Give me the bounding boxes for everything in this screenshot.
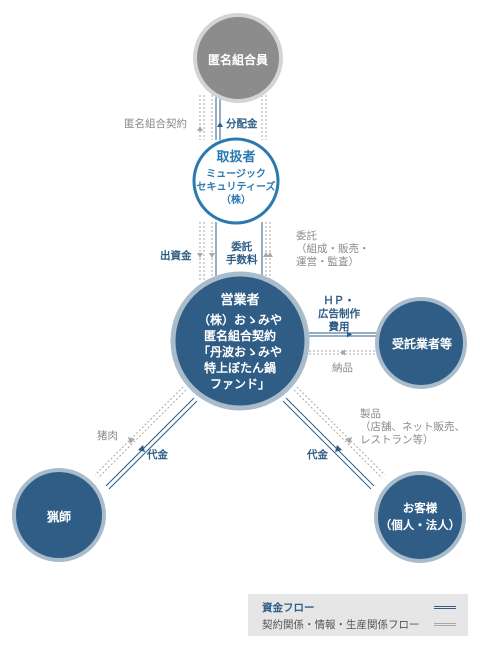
customer-label: お客様 （個人・法人） [379, 501, 461, 532]
legend-money-text: 資金フロー [262, 602, 315, 614]
entrust-label: 委託 （組成・販売・ 運営・監査） [296, 230, 370, 268]
investor-node [193, 13, 283, 103]
payment-left-label: 代金 [147, 449, 168, 461]
product-label: 製品 （店舗、ネット販売、 レストラン等） [360, 408, 465, 446]
operator-hunter-flows [94, 386, 198, 490]
hp-label: ＨＰ・ 広告制作 費用 [318, 295, 360, 333]
operator-customer-flows [282, 386, 386, 490]
handler-operator-flows [197, 222, 273, 282]
investor-label: 匿名組合員 [207, 53, 268, 67]
contractor-label: 受託業者等 [391, 337, 452, 351]
investor-handler-flows [197, 95, 267, 140]
distribution-label: 分配金 [226, 118, 258, 130]
delivery-label: 納品 [332, 362, 353, 374]
contract-top-label: 匿名組合契約 [124, 118, 187, 130]
contractor-node [375, 297, 467, 389]
investment-label: 出資金 [160, 250, 192, 262]
handler-name: ミュージック セキュリティーズ （株） [196, 169, 276, 206]
commission-label: 委託 手数料 [226, 241, 258, 266]
legend-contract-text: 契約関係・情報・生産関係フロー [262, 619, 420, 631]
handler-title: 取扱者 [216, 150, 256, 165]
handler-node [192, 137, 280, 225]
meat-label: 猪肉 [97, 430, 118, 442]
hunter-node [12, 468, 106, 562]
hunter-label: 猟師 [46, 510, 71, 524]
operator-name: （株）おゝみや 匿名組合契約 「丹波おゝみや 特上ぼたん鍋 ファンド」 [197, 313, 282, 391]
legend-money-line [434, 606, 456, 609]
legend-contract-line [434, 623, 456, 626]
operator-title: 営業者 [220, 293, 260, 308]
customer-node [374, 471, 466, 563]
payment-right-label: 代金 [307, 449, 328, 461]
operator-node [170, 271, 310, 411]
operator-contractor-flows [305, 331, 380, 356]
legend: 資金フロー 契約関係・情報・生産関係フロー [248, 594, 468, 636]
